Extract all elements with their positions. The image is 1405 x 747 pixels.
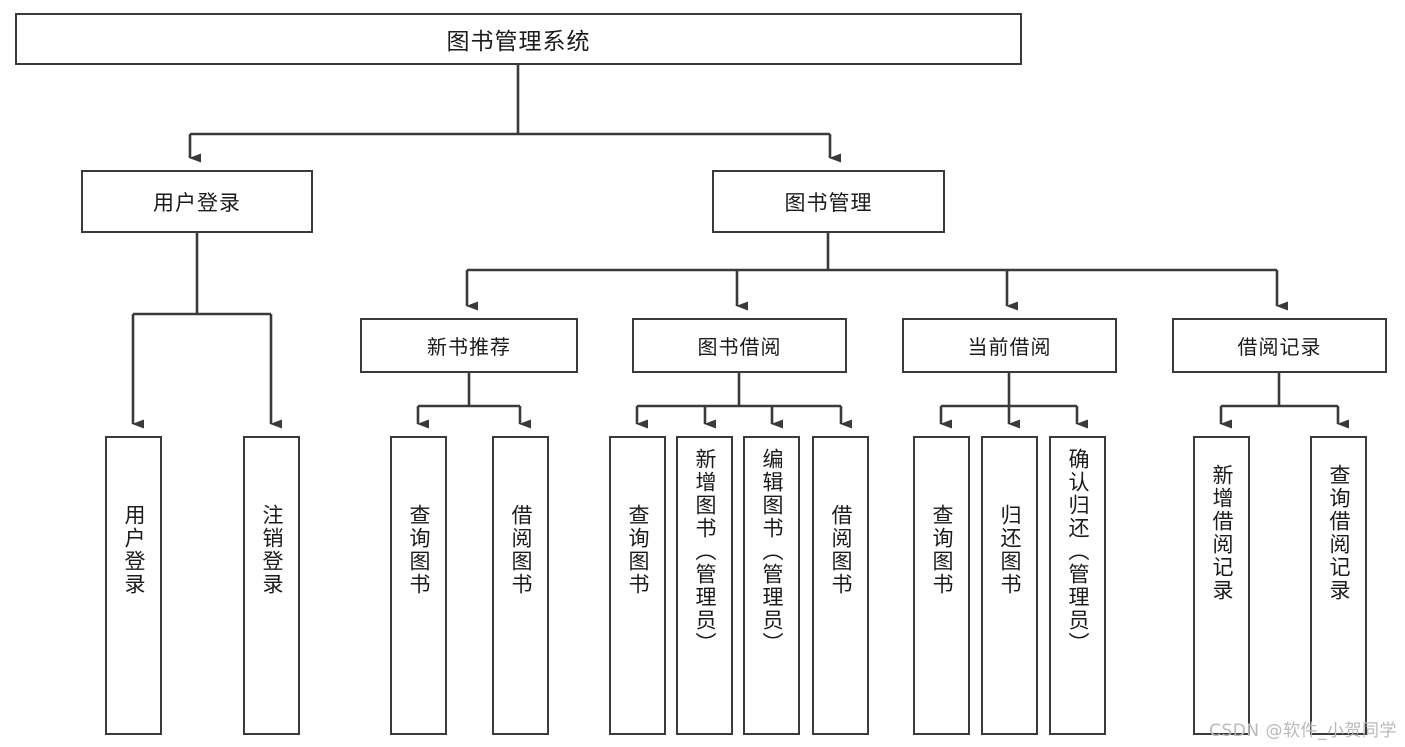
leaf-user-login-signin[interactable]: 用户登录 xyxy=(105,436,162,735)
leaf-book-borrow-edit-label: 编辑图书（管理员） xyxy=(760,448,784,655)
leaf-current-borrow-return-label: 归还图书 xyxy=(998,504,1022,596)
node-user-login-label: 用户登录 xyxy=(153,190,241,215)
leaf-current-borrow-confirm-label: 确认归还（管理员） xyxy=(1066,448,1090,655)
leaf-book-borrow-add-label: 新增图书（管理员） xyxy=(693,448,717,655)
leaf-current-borrow-return[interactable]: 归还图书 xyxy=(981,436,1038,735)
leaf-book-borrow-borrow[interactable]: 借阅图书 xyxy=(812,436,869,735)
node-new-book-recommend-label: 新书推荐 xyxy=(427,335,511,359)
node-book-borrow[interactable]: 图书借阅 xyxy=(632,318,847,373)
leaf-new-book-borrow[interactable]: 借阅图书 xyxy=(492,436,549,735)
node-borrow-record[interactable]: 借阅记录 xyxy=(1172,318,1387,373)
leaf-book-borrow-query-label: 查询图书 xyxy=(626,504,650,596)
node-new-book-recommend[interactable]: 新书推荐 xyxy=(360,318,578,373)
node-root-system[interactable]: 图书管理系统 xyxy=(15,13,1022,65)
leaf-book-borrow-query[interactable]: 查询图书 xyxy=(609,436,666,735)
leaf-new-book-query-label: 查询图书 xyxy=(407,504,431,596)
node-book-management[interactable]: 图书管理 xyxy=(712,170,945,233)
node-current-borrow[interactable]: 当前借阅 xyxy=(902,318,1117,373)
watermark-text: CSDN @软件_小贺同学 xyxy=(1209,721,1397,741)
leaf-current-borrow-query-label: 查询图书 xyxy=(930,504,954,596)
node-user-login[interactable]: 用户登录 xyxy=(81,170,313,233)
leaf-current-borrow-confirm[interactable]: 确认归还（管理员） xyxy=(1049,436,1106,735)
leaf-borrow-record-add[interactable]: 新增借阅记录 xyxy=(1193,436,1250,735)
leaf-new-book-query[interactable]: 查询图书 xyxy=(390,436,447,735)
leaf-user-login-signout-label: 注销登录 xyxy=(260,504,284,596)
leaf-user-login-signin-label: 用户登录 xyxy=(122,504,146,596)
node-root-system-label: 图书管理系统 xyxy=(446,29,591,55)
leaf-current-borrow-query[interactable]: 查询图书 xyxy=(913,436,970,735)
node-book-management-label: 图书管理 xyxy=(784,190,873,215)
node-borrow-record-label: 借阅记录 xyxy=(1237,335,1322,359)
leaf-book-borrow-add[interactable]: 新增图书（管理员） xyxy=(676,436,733,735)
node-book-borrow-label: 图书借阅 xyxy=(697,335,782,359)
leaf-borrow-record-add-label: 新增借阅记录 xyxy=(1210,464,1234,602)
leaf-user-login-signout[interactable]: 注销登录 xyxy=(243,436,300,735)
leaf-new-book-borrow-label: 借阅图书 xyxy=(509,504,533,596)
leaf-book-borrow-edit[interactable]: 编辑图书（管理员） xyxy=(743,436,800,735)
node-current-borrow-label: 当前借阅 xyxy=(967,335,1052,359)
leaf-borrow-record-query-label: 查询借阅记录 xyxy=(1327,464,1351,602)
leaf-book-borrow-borrow-label: 借阅图书 xyxy=(829,504,853,596)
leaf-borrow-record-query[interactable]: 查询借阅记录 xyxy=(1310,436,1367,735)
